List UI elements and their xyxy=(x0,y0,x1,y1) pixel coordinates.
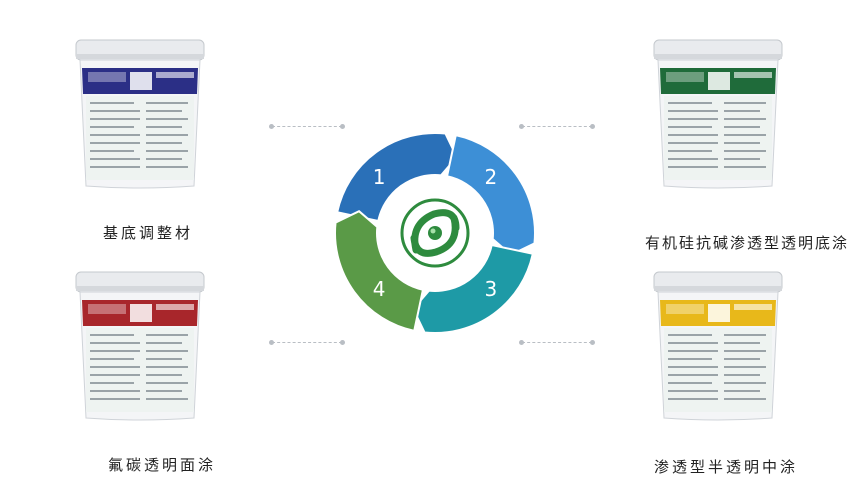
process-cycle-diagram: 1 2 3 4 xyxy=(334,132,536,334)
cycle-step-label: 2 xyxy=(484,165,497,189)
company-logo-icon xyxy=(400,198,470,268)
cycle-segment-4 xyxy=(334,210,425,333)
connector-right-bottom xyxy=(519,340,595,345)
paint-bucket-icon xyxy=(75,39,205,189)
cycle-segment-2 xyxy=(445,133,536,256)
cycle-segment-3 xyxy=(412,243,535,334)
paint-bucket-icon xyxy=(75,271,205,421)
cycle-step-label: 1 xyxy=(373,165,386,189)
cycle-segment-1 xyxy=(335,132,458,223)
paint-bucket-icon xyxy=(653,271,783,421)
paint-bucket-icon xyxy=(653,39,783,189)
cycle-step-label: 3 xyxy=(484,277,497,301)
product-name: 基底调整材 xyxy=(103,224,194,242)
product-name: 有机硅抗碱渗透型透明底涂 xyxy=(645,234,850,252)
connector-right-top xyxy=(519,124,595,129)
product-name: 氟碳透明面涂 xyxy=(108,456,217,474)
cycle-step-label: 4 xyxy=(373,277,386,301)
connector-left-bottom xyxy=(269,340,345,345)
product-name: 渗透型半透明中涂 xyxy=(654,458,799,476)
connector-left-top xyxy=(269,124,345,129)
